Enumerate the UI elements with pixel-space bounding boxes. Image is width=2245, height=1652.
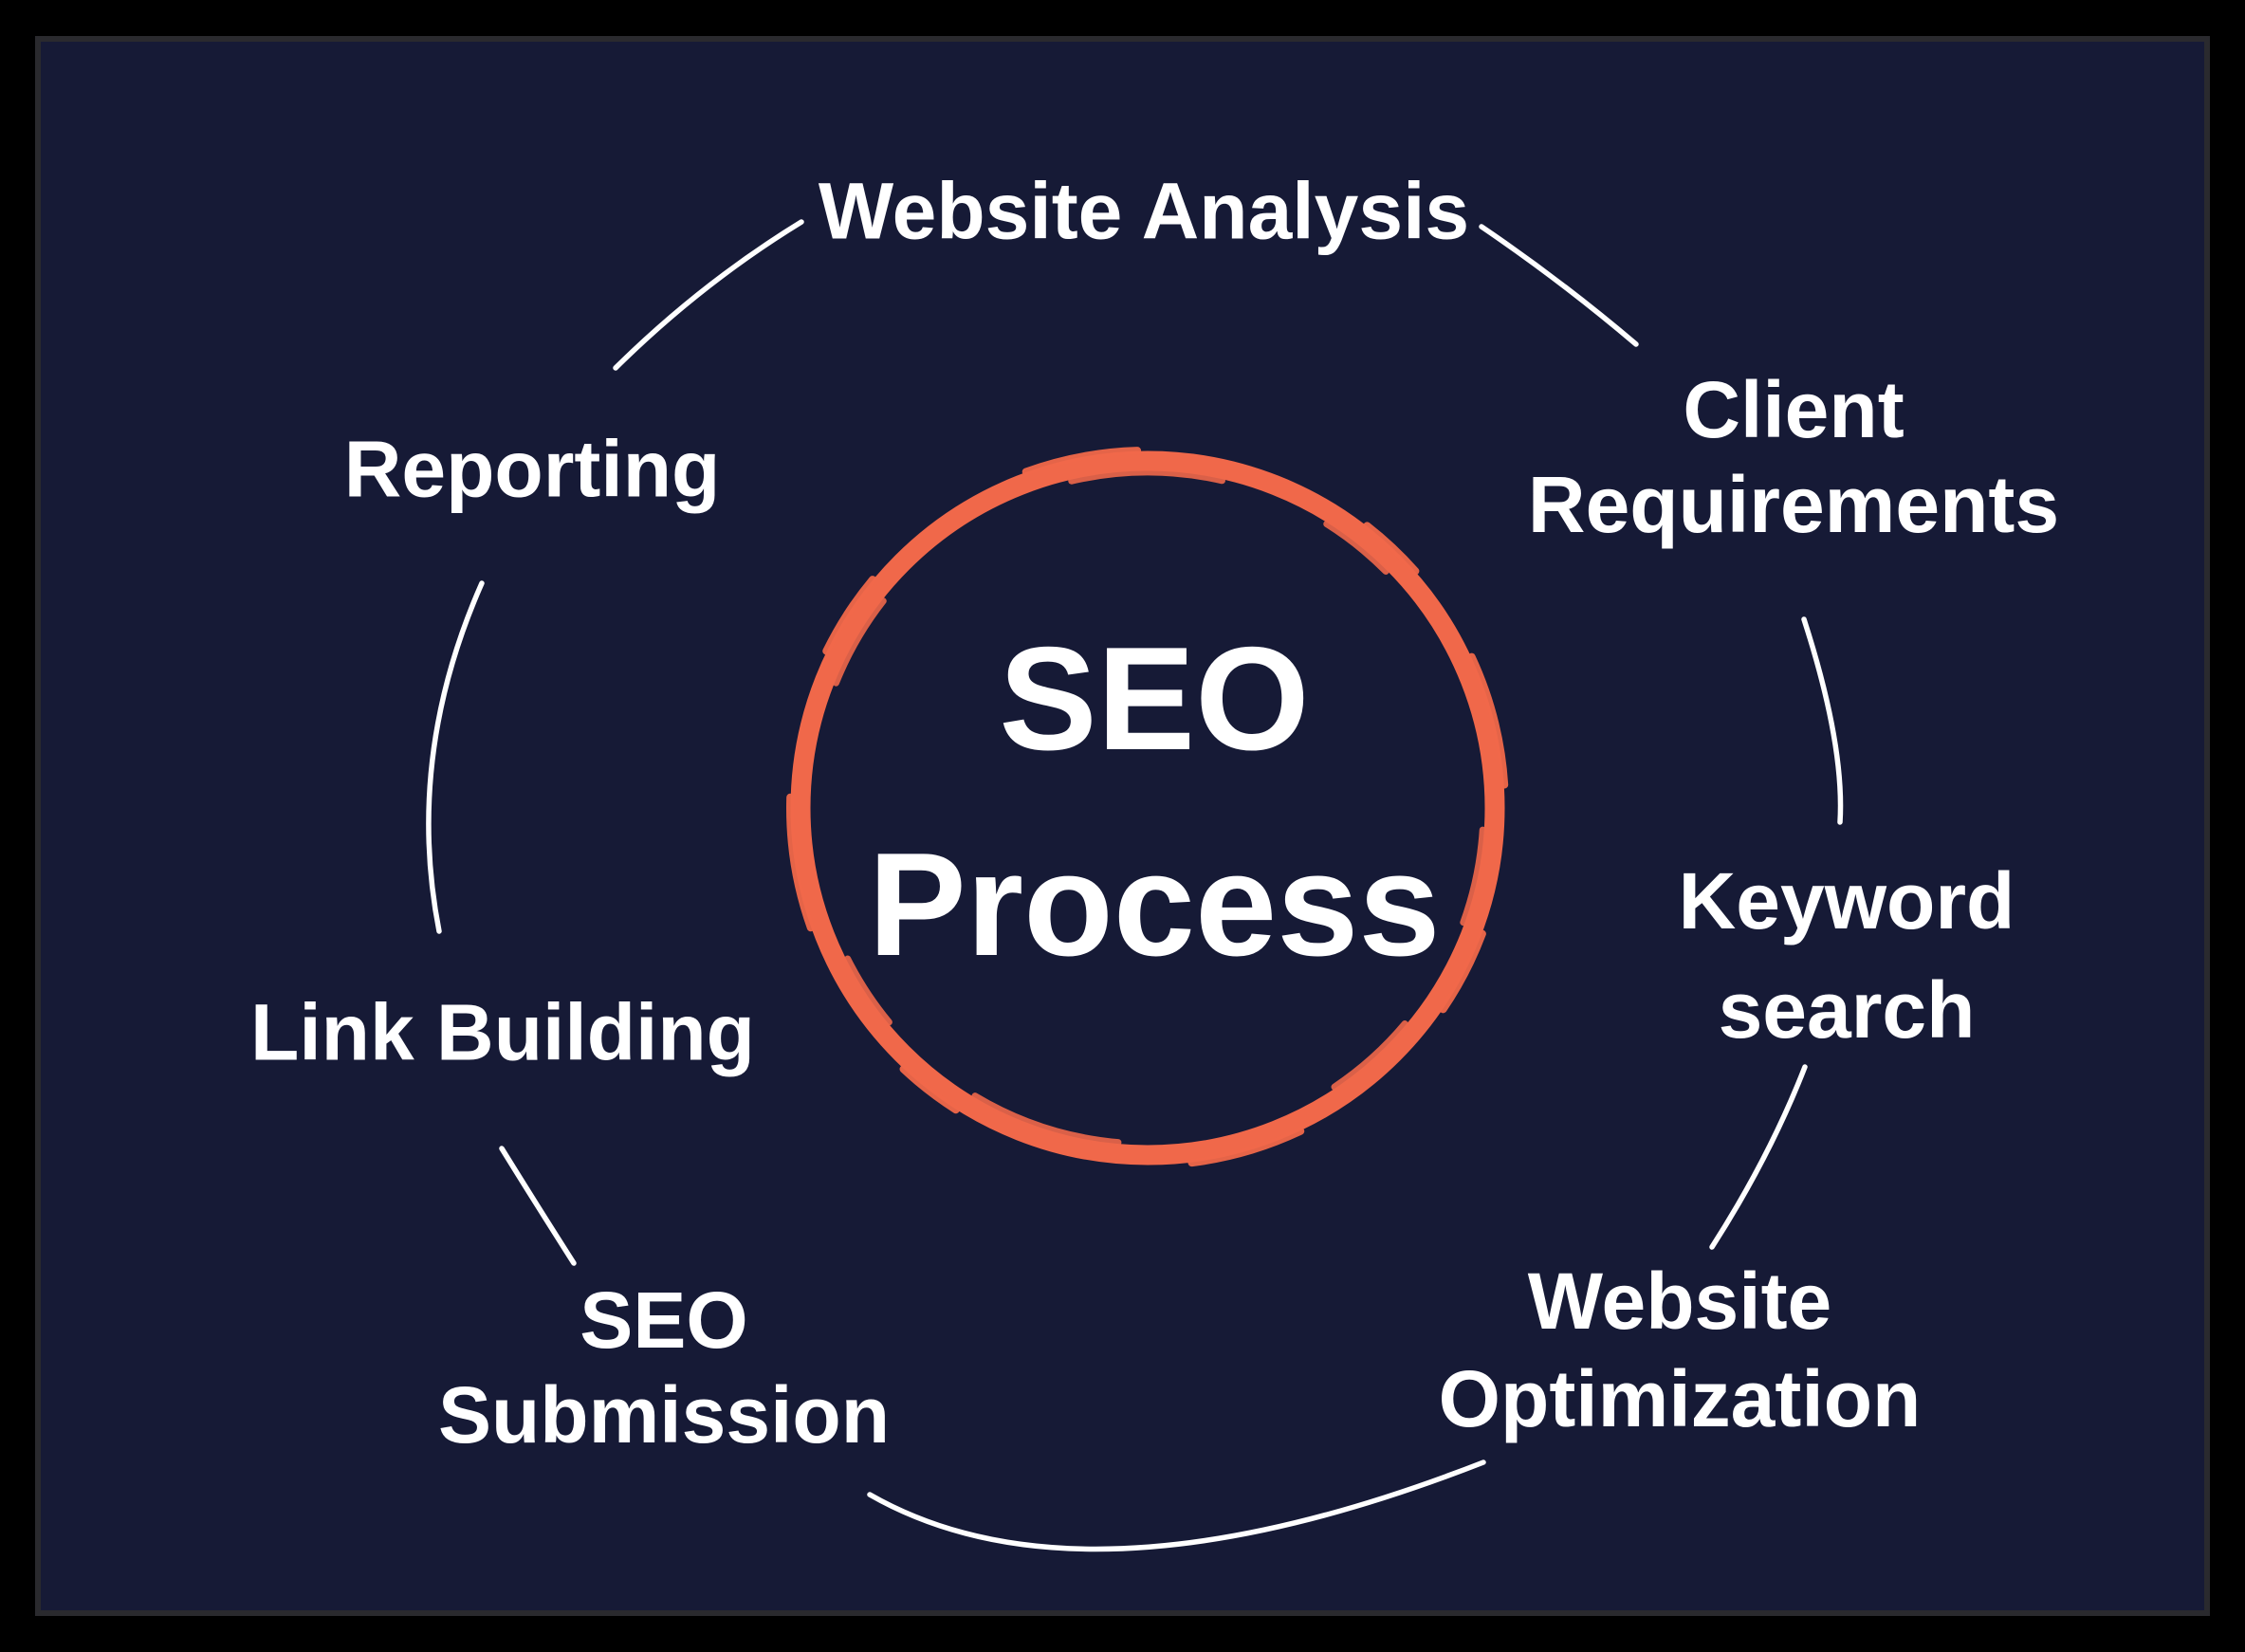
arc-website-optimization-to-seo-submission (867, 1459, 1486, 1552)
label-website-analysis: Website Analysis (819, 166, 1469, 258)
arc-client-requirements-to-keyword-search (1801, 616, 1844, 825)
label-seo-submission-line2: Submission (437, 1370, 891, 1459)
center-title-line2: Process (868, 822, 1441, 986)
center-title: SEO Process (868, 596, 1440, 1007)
label-keyword-search-line1: Keyword (1678, 856, 2015, 945)
label-client-requirements-line1: Client (1683, 365, 1905, 454)
label-website-analysis-text: Website Analysis (818, 166, 1470, 256)
label-website-optimization-line1: Website (1527, 1257, 1832, 1346)
arc-keyword-search-to-website-optimization (1709, 1064, 1808, 1250)
label-link-building: Link Building (250, 987, 755, 1079)
brush-circle-main (790, 450, 1505, 1166)
label-website-optimization: Website Optimization (1439, 1253, 1922, 1448)
arc-website-analysis-to-client-requirements (1479, 224, 1639, 347)
label-keyword-search: Keyword search (1679, 847, 2015, 1065)
label-seo-submission: SEO Submission (438, 1273, 890, 1462)
brush-circle-outer-texture (786, 447, 1509, 1169)
brush-circle-inner-texture (808, 468, 1487, 1147)
arc-seo-submission-to-link-building (499, 1146, 577, 1266)
label-reporting: Reporting (344, 424, 721, 516)
diagram-panel (35, 36, 2210, 1616)
arc-reporting-to-website-analysis (613, 219, 804, 371)
label-keyword-search-line2: search (1718, 965, 1976, 1055)
label-seo-submission-line1: SEO (580, 1276, 748, 1365)
label-client-requirements-line2: Requirements (1527, 460, 2060, 549)
label-reporting-text: Reporting (343, 424, 721, 514)
center-brush-circle-icon (786, 447, 1509, 1169)
label-client-requirements: Client Requirements (1528, 362, 2059, 552)
arc-link-building-to-reporting (426, 580, 485, 934)
label-website-optimization-line2: Optimization (1438, 1354, 1922, 1443)
label-link-building-text: Link Building (250, 987, 755, 1077)
center-title-line1: SEO (999, 616, 1310, 780)
